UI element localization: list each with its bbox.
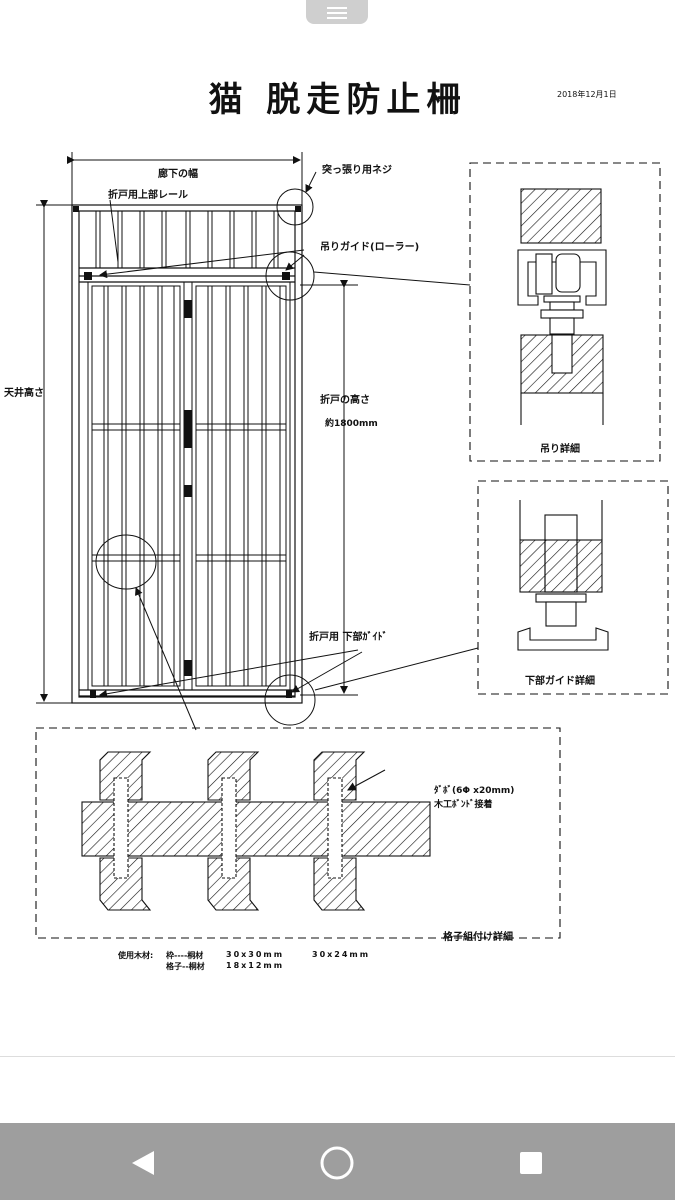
recents-button[interactable] [511,1143,551,1183]
ceiling-height-dimension [36,200,72,704]
top-lattice [95,211,279,268]
back-icon [132,1151,154,1175]
document-date: 2018年12月1日 [557,90,617,99]
page-title: 猫 脱走防止柵 [208,80,467,120]
navigation-bar [0,1123,675,1200]
home-icon [320,1146,354,1180]
door-height-label: 折戸の高さ [320,395,370,406]
ceiling-height-label: 天井高さ [4,388,44,399]
screw-marks [73,206,301,698]
hanging-guide-label: 吊りガイド(ローラー) [320,242,420,253]
corridor-width-dimension [67,152,303,205]
hanging-detail-label: 吊り詳細 [540,444,580,455]
leader-lines [99,171,479,731]
door-lower-guide-label: 折戸用 下部ｶﾞｲﾄﾞ [309,632,388,643]
wood-bond-label: 木工ﾎﾞﾝﾄﾞ接着 [434,800,493,810]
lattice-material: 格子--桐材 [166,962,205,971]
corridor-width-label: 廊下の幅 [158,169,198,180]
hanging-detail-drawing [469,162,661,462]
materials-heading: 使用木材: [118,951,154,960]
lower-guide-detail-label: 下部ガイド詳細 [525,676,595,687]
door-height-value: 約1800mm [325,419,378,429]
lower-guide-detail-drawing [477,480,669,695]
lattice-assembly-detail-drawing [35,727,561,939]
upper-rail-label: 折戸用上部レール [108,190,188,201]
fence-frame [71,204,303,704]
dowel-label: ﾀﾞﾎﾞ(6Φ x20mm) [434,786,515,796]
recents-icon [520,1152,542,1174]
door-hinges [184,300,192,676]
back-button[interactable] [124,1143,164,1183]
folding-door-right [191,281,291,691]
folding-door-left [87,281,185,691]
door-height-dimension [300,280,358,696]
home-button[interactable] [317,1143,357,1183]
lattice-detail-label: 格子組付け詳細 [443,932,513,943]
lattice-size: 18x12mm [226,961,285,970]
frame-size-2: 30x24mm [312,950,371,959]
menu-handle[interactable] [306,0,368,24]
technical-drawing [35,152,669,939]
tension-screw-label: 突っ張り用ネジ [322,165,392,176]
frame-material: 枠----桐材 [166,951,204,960]
frame-size-1: 30x30mm [226,950,285,959]
detail-callout-circles [95,188,316,726]
